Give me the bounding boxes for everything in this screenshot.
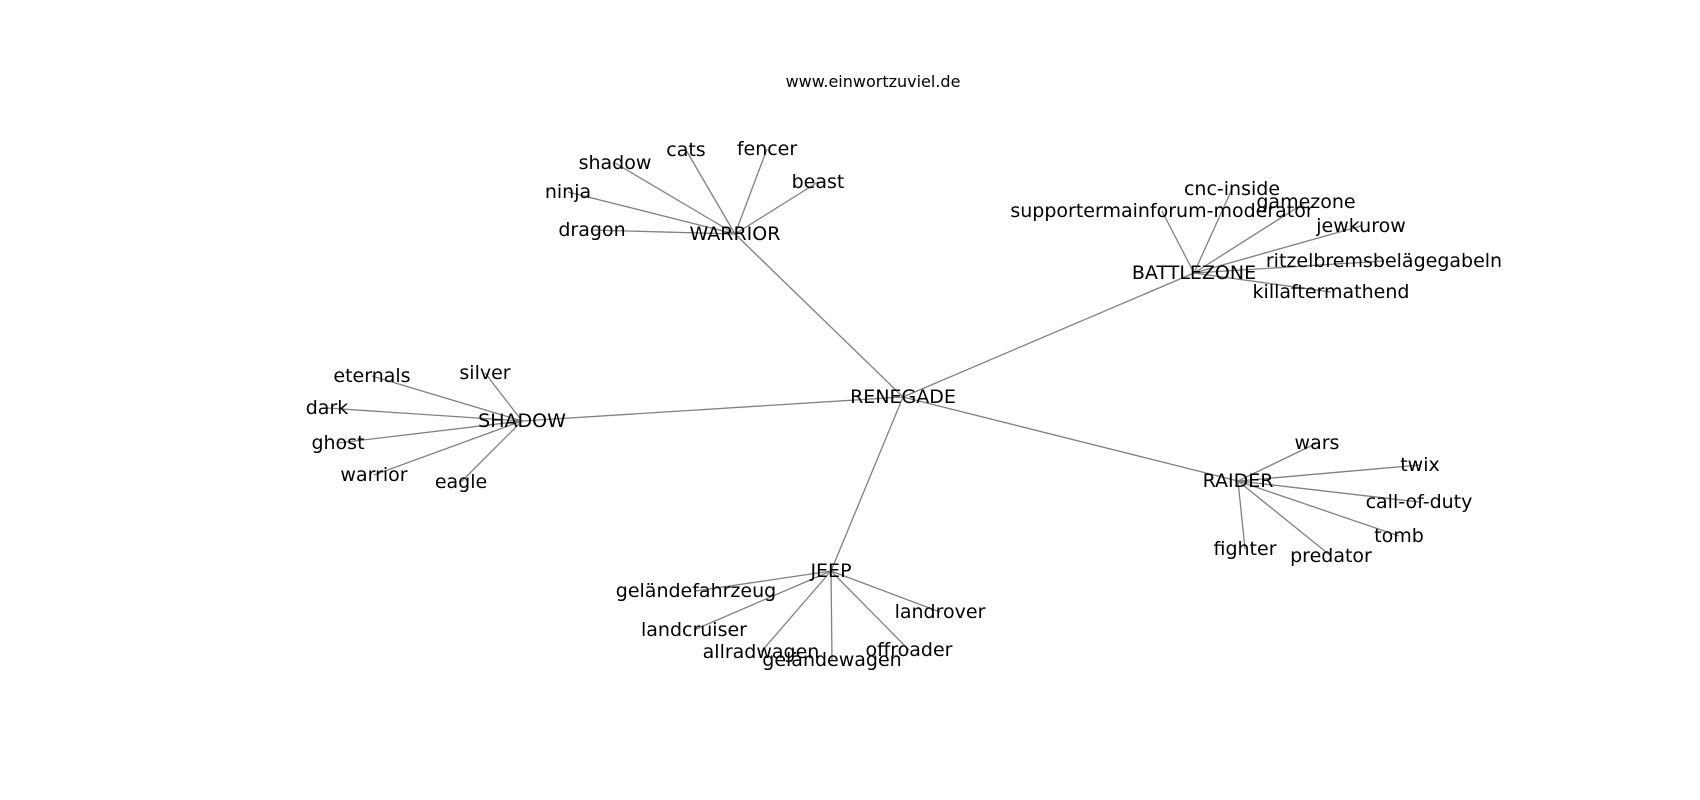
leaf-node-dark: dark bbox=[306, 397, 349, 419]
leaf-node-fighter: fighter bbox=[1213, 538, 1276, 560]
edge-shadow-dark bbox=[326, 407, 523, 422]
leaf-node-killaftermathend: killaftermathend bbox=[1253, 281, 1410, 303]
leaf-node-eternals: eternals bbox=[333, 365, 410, 387]
edge-jeep-gelandewagen bbox=[830, 570, 833, 661]
labels-layer: RENEGADE WARRIOR shadow cats fencer beast ninj… bbox=[306, 138, 1502, 671]
edge-raider-call-of-duty bbox=[1237, 480, 1420, 503]
leaf-node-gamezone: gamezone bbox=[1256, 191, 1355, 213]
leaf-node-tomb: tomb bbox=[1374, 525, 1424, 547]
hub-node-shadow: SHADOW bbox=[478, 410, 566, 432]
leaf-node-twix: twix bbox=[1400, 454, 1440, 476]
leaf-node-jewkurow: jewkurow bbox=[1315, 215, 1406, 237]
edge-root-warrior bbox=[734, 233, 904, 398]
edge-jeep-landcruiser bbox=[693, 570, 832, 631]
edge-root-shadow bbox=[521, 396, 904, 422]
edge-battlezone-supportermainforum-moderator bbox=[1161, 210, 1195, 274]
hub-node-jeep: JEEP bbox=[809, 560, 851, 582]
edge-shadow-eternals bbox=[371, 375, 523, 422]
edge-battlezone-killaftermathend bbox=[1193, 272, 1332, 293]
site-url-label: www.einwortzuviel.de bbox=[785, 72, 961, 91]
edge-raider-tomb bbox=[1237, 480, 1400, 537]
leaf-node-landrover: landrover bbox=[895, 601, 986, 623]
edge-battlezone-ritzelbremsbelagegabeln bbox=[1193, 260, 1385, 274]
leaf-node-offroader: offroader bbox=[866, 639, 953, 661]
hub-node-raider: RAIDER bbox=[1203, 470, 1274, 492]
leaf-node-cnc-inside: cnc-inside bbox=[1184, 178, 1280, 200]
edge-battlezone-jewkurow bbox=[1193, 225, 1362, 274]
hub-node-battlezone: BATTLEZONE bbox=[1132, 262, 1256, 284]
edge-shadow-ghost bbox=[337, 420, 523, 444]
leaf-node-ritzelbremsbelagegabeln: ritzelbremsbelägegabeln bbox=[1266, 250, 1502, 272]
edge-raider-twix bbox=[1237, 464, 1421, 482]
edge-warrior-cats bbox=[685, 149, 736, 235]
edge-root-battlezone bbox=[902, 272, 1195, 398]
edge-jeep-gelandefahrzeug bbox=[695, 570, 832, 592]
edge-warrior-fencer bbox=[734, 148, 768, 235]
root-node-label: RENEGADE bbox=[850, 386, 956, 408]
leaf-node-fencer: fencer bbox=[737, 138, 798, 160]
edge-jeep-landrover bbox=[830, 570, 941, 613]
edge-warrior-beast bbox=[734, 181, 819, 235]
leaf-node-predator: predator bbox=[1290, 545, 1372, 567]
edge-raider-wars bbox=[1237, 442, 1318, 482]
edges-layer bbox=[326, 148, 1421, 661]
leaf-node-silver: silver bbox=[459, 362, 510, 384]
edge-root-jeep bbox=[830, 396, 904, 572]
edge-battlezone-cnc-inside bbox=[1193, 188, 1233, 274]
leaf-node-gelandewagen: geländewagen bbox=[762, 649, 901, 671]
leaf-node-eagle: eagle bbox=[435, 471, 487, 493]
edge-warrior-ninja bbox=[567, 191, 736, 235]
edge-warrior-shadow bbox=[614, 162, 736, 235]
edge-warrior-dragon bbox=[591, 229, 736, 235]
leaf-node-warrior: warrior bbox=[340, 464, 407, 486]
leaf-node-gelandefahrzeug: geländefahrzeug bbox=[616, 580, 776, 602]
leaf-node-dragon: dragon bbox=[558, 219, 625, 241]
edge-jeep-offroader bbox=[830, 570, 910, 651]
edge-shadow-silver bbox=[484, 372, 523, 422]
edge-raider-predator bbox=[1237, 480, 1332, 557]
edge-raider-fighter bbox=[1237, 480, 1246, 550]
edge-shadow-eagle bbox=[460, 420, 523, 483]
leaf-node-wars: wars bbox=[1295, 432, 1340, 454]
edge-root-raider bbox=[902, 396, 1239, 482]
leaf-node-ghost: ghost bbox=[311, 432, 364, 454]
leaf-node-cats: cats bbox=[666, 139, 705, 161]
leaf-node-allradwagen: allradwagen bbox=[703, 641, 820, 663]
edge-jeep-allradwagen bbox=[760, 570, 832, 653]
leaf-node-beast: beast bbox=[792, 171, 845, 193]
leaf-node-supportermainforum-moderator: supportermainforum-moderator bbox=[1010, 200, 1314, 222]
leaf-node-ninja: ninja bbox=[545, 181, 591, 203]
edge-battlezone-gamezone bbox=[1193, 201, 1307, 274]
leaf-node-landcruiser: landcruiser bbox=[641, 619, 747, 641]
leaf-node-shadow: shadow bbox=[579, 152, 652, 174]
leaf-node-call-of-duty: call-of-duty bbox=[1366, 491, 1473, 513]
hub-node-warrior: WARRIOR bbox=[690, 223, 781, 245]
edge-shadow-warrior bbox=[373, 420, 523, 476]
